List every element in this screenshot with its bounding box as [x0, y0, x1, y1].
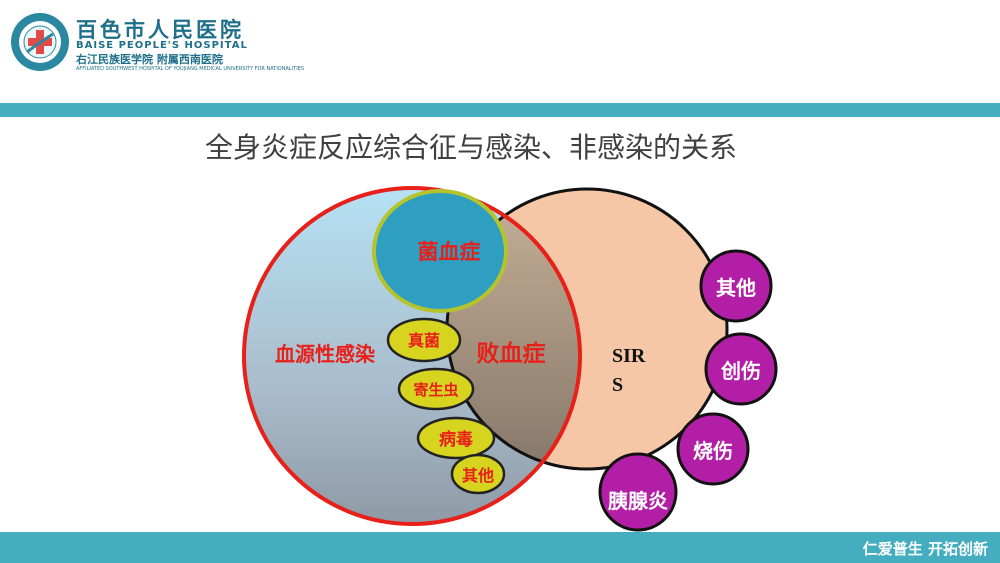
noninfectious-trauma-label: 创伤 — [720, 359, 761, 383]
noninfectious-burn-label: 烧伤 — [693, 439, 733, 463]
sirs-label-line1: SIR — [612, 345, 646, 367]
hospital-name-en: BAISE PEOPLE'S HOSPITAL — [76, 40, 248, 51]
sepsis-overlap — [447, 189, 580, 469]
pathogen-virus-label: 病毒 — [439, 429, 473, 449]
pathogen-other-label: 其他 — [462, 466, 494, 485]
pathogen-parasite — [397, 367, 475, 411]
noninfectious-other-label: 其他 — [716, 276, 756, 300]
slide-header: 百色市人民医院 BAISE PEOPLE'S HOSPITAL 右江民族医学院 … — [0, 0, 1000, 100]
university-name-en: AFFILIATED SOUTHWEST HOSPITAL OF YOUJIAN… — [76, 66, 305, 72]
noninfectious-pancreatitis-label: 胰腺炎 — [608, 489, 668, 513]
university-name-cn: 右江民族医学院 附属西南医院 — [76, 53, 223, 66]
sepsis-label: 败血症 — [477, 340, 546, 366]
hospital-name-cn: 百色市人民医院 — [76, 18, 244, 42]
noninfectious-pancreatitis — [598, 452, 678, 532]
bacteremia-circle — [372, 189, 508, 313]
pathogen-other — [450, 453, 506, 495]
noninfectious-burn — [676, 412, 750, 486]
footer-slogan: 仁爱普生 开拓创新 — [862, 540, 988, 558]
hospital-logo-icon — [11, 13, 69, 71]
noninfectious-trauma — [704, 332, 778, 406]
slide-title: 全身炎症反应综合征与感染、非感染的关系 — [205, 132, 738, 163]
pathogen-virus — [416, 416, 496, 460]
bloodstream-infection-label: 血源性感染 — [275, 342, 376, 366]
footer-band — [0, 532, 1000, 563]
pathogen-fungi-label: 真菌 — [408, 331, 440, 350]
pathogen-parasite-label: 寄生虫 — [413, 381, 458, 399]
bacteremia-label: 菌血症 — [418, 240, 481, 264]
noninfectious-other — [699, 249, 773, 323]
header-band — [0, 103, 1000, 117]
pathogen-fungi — [386, 317, 462, 363]
sirs-label-line2: S — [612, 374, 623, 396]
